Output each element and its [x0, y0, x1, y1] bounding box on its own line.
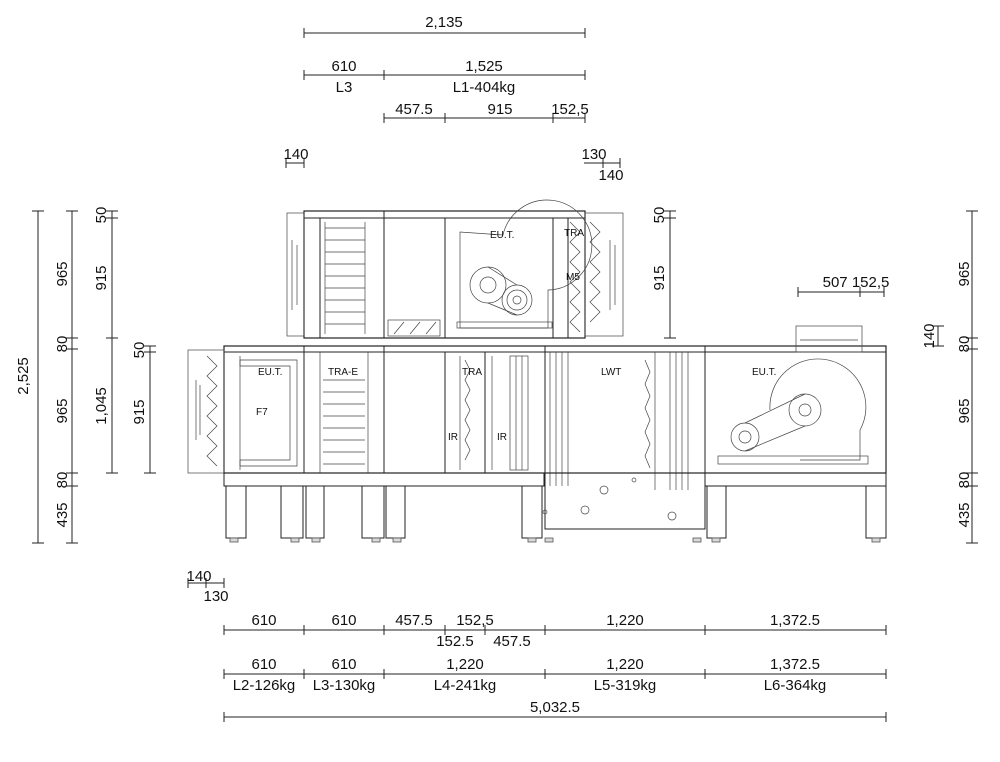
label-ir-left: IR [448, 432, 458, 443]
dim-upper-outer: 965 [54, 261, 71, 286]
label-l5: L5-319kg [594, 677, 657, 694]
top-dimensions: 2,135 610 L3 1,525 L1-404kg 457.5 915 15… [283, 14, 623, 184]
dim-mid-inner: 915 [651, 265, 668, 290]
dim-total-top: 2,135 [425, 14, 463, 31]
damper-top-right [589, 221, 616, 323]
label-f7: F7 [256, 407, 268, 418]
dim-row1-1: 610 [251, 612, 276, 629]
fan-lower [717, 325, 869, 465]
dim-bottom-offset-a: 140 [186, 568, 211, 585]
dim-row1-3: 457.5 [395, 612, 433, 629]
dim-offset-left: 140 [283, 146, 308, 163]
label-lwt: LWT [601, 367, 621, 378]
dim-overall-height: 2,525 [15, 357, 32, 395]
label-l1: L1-404kg [453, 79, 516, 96]
upper-unit: EU.T. TRA M5 [286, 199, 624, 339]
dim-right-upper: 965 [956, 261, 973, 286]
dim-mid-top: 50 [651, 207, 668, 224]
label-eut-right: EU.T. [752, 367, 776, 378]
dim-row2-2: 610 [331, 656, 356, 673]
label-l6: L6-364kg [764, 677, 827, 694]
dim-row2-1: 610 [251, 656, 276, 673]
dim-offset-right-a: 130 [581, 146, 606, 163]
dim-row2-5: 1,372.5 [770, 656, 820, 673]
mid-dimensions: 50 915 [651, 207, 676, 339]
dim-row1-5: 1,220 [606, 612, 644, 629]
left-dimensions: 2,525 965 80 965 80 435 50 915 1,045 50 … [15, 207, 156, 544]
damper-lower-left [195, 355, 218, 467]
dim-right-feet: 435 [956, 502, 973, 527]
dim-row1-6: 1,372.5 [770, 612, 820, 629]
label-eut-top: EU.T. [490, 230, 514, 241]
dim-row2-3: 1,220 [446, 656, 484, 673]
label-l3-bottom: L3-130kg [313, 677, 376, 694]
label-l2: L2-126kg [233, 677, 296, 694]
dim-l1-width: 1,525 [465, 58, 503, 75]
dim-right-gap: 80 [956, 336, 973, 353]
dim-lower-inner-top: 50 [131, 342, 148, 359]
dim-gap-outer: 80 [54, 336, 71, 353]
filter-top [569, 221, 581, 333]
dim-offset-right-b: 140 [598, 167, 623, 184]
ir-coils [459, 355, 529, 471]
dim-row1-sub-1: 152.5 [436, 633, 474, 650]
label-eut-left: EU.T. [258, 367, 282, 378]
heat-exchanger-top [324, 222, 366, 334]
damper-top-left [291, 240, 298, 310]
dim-row1-2: 610 [331, 612, 356, 629]
dim-sub-b: 915 [487, 101, 512, 118]
feet [225, 486, 887, 543]
dim-bottom-offset-b: 130 [203, 588, 228, 605]
bottom-dimensions: 140 130 610 610 457.5 152,5 1,220 1,372.… [186, 568, 887, 722]
dim-right-lower: 965 [956, 398, 973, 423]
dim-upper-inner-top: 50 [93, 207, 110, 224]
label-m5: M5 [566, 272, 580, 283]
dim-row2-4: 1,220 [606, 656, 644, 673]
dim-right-base: 80 [956, 472, 973, 489]
dim-feet-outer: 435 [54, 502, 71, 527]
dim-sub-a: 457.5 [395, 101, 433, 118]
lower-unit: EU.T. F7 TRA-E TRA IR IR [187, 325, 887, 490]
filter-f7 [239, 356, 298, 470]
label-l4: L4-241kg [434, 677, 497, 694]
bypass-damper [387, 319, 441, 337]
label-tra-mid: TRA [462, 367, 482, 378]
label-tra-e: TRA-E [328, 367, 358, 378]
dim-right-outlet: 140 [921, 323, 938, 348]
dim-lower-inner-total: 1,045 [93, 387, 110, 425]
lwt-coil [549, 352, 689, 490]
dim-lower-outer: 965 [54, 398, 71, 423]
label-tra-top: TRA [564, 228, 584, 239]
dim-sub-c: 152,5 [551, 101, 589, 118]
heat-exchanger-lower [319, 352, 369, 473]
dim-lower-inner: 915 [131, 399, 148, 424]
base-frame [223, 472, 887, 530]
dim-total-bottom: 5,032.5 [530, 699, 580, 716]
dim-row1-sub-2: 457.5 [493, 633, 531, 650]
dim-base-outer: 80 [54, 472, 71, 489]
dim-row1-4: 152,5 [456, 612, 494, 629]
label-l3: L3 [336, 79, 353, 96]
label-ir-right: IR [497, 432, 507, 443]
dim-upper-inner: 915 [93, 265, 110, 290]
dim-fan-widths: 507 152,5 [823, 274, 890, 291]
dim-l3-width: 610 [331, 58, 356, 75]
right-dimensions: 507 152,5 965 80 965 80 435 140 [797, 210, 978, 544]
